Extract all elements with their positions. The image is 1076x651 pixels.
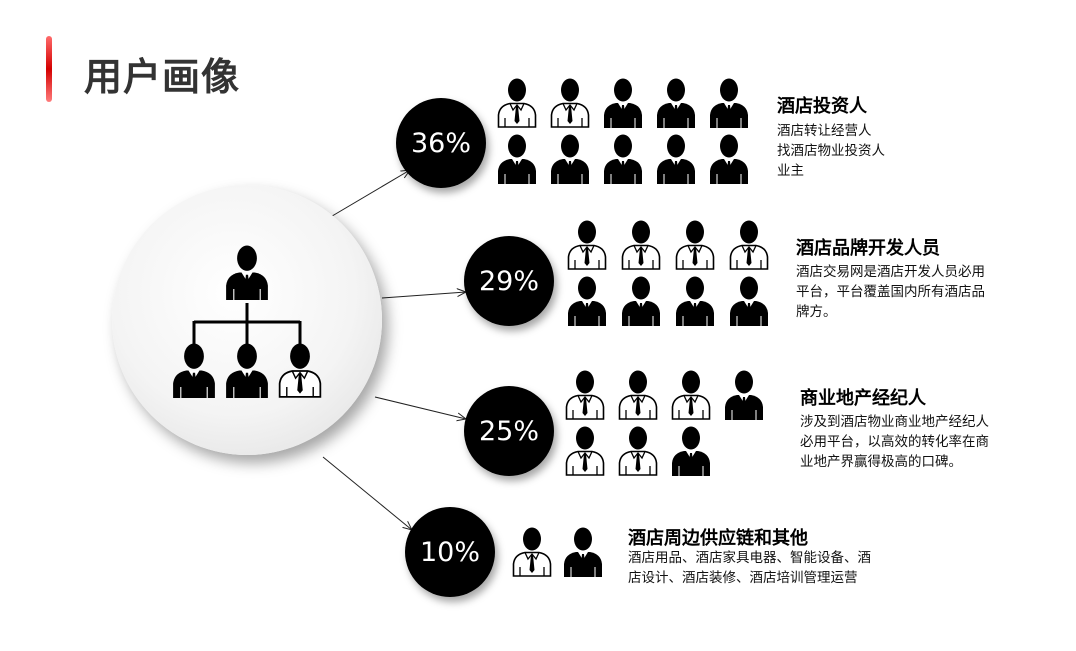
percent-badge-real-estate-agents: 25%	[464, 386, 554, 476]
arrow-36	[321, 170, 410, 223]
segment-description: 酒店用品、酒店家具电器、智能设备、酒 店设计、酒店装修、酒店培训管理运营	[628, 548, 871, 588]
desc-line: 酒店用品、酒店家具电器、智能设备、酒	[628, 550, 871, 566]
desc-line: 酒店转让经营人	[777, 123, 872, 139]
person-outline-icon	[618, 426, 658, 476]
person-filled-icon	[729, 276, 769, 326]
arrow-25	[374, 396, 466, 419]
segment-description: 涉及到酒店物业商业地产经纪人 必用平台，以高效的转化率在商 业地产界赢得极高的口…	[800, 412, 989, 472]
person-filled-icon	[724, 370, 764, 420]
person-outline-icon	[729, 220, 769, 270]
arrow-10	[322, 456, 412, 530]
desc-line: 必用平台，以高效的转化率在商	[800, 434, 989, 450]
person-outline-icon	[567, 220, 607, 270]
segment-title: 酒店周边供应链和其他	[628, 528, 808, 549]
segment-title: 酒店投资人	[777, 96, 867, 117]
desc-line: 找酒店物业投资人	[777, 143, 885, 159]
person-outline-icon	[675, 220, 715, 270]
segment-title: 商业地产经纪人	[800, 388, 926, 409]
person-filled-icon	[563, 527, 603, 577]
person-outline-icon	[621, 220, 661, 270]
icon-spacer	[724, 426, 764, 476]
person-filled-icon	[675, 276, 715, 326]
desc-line: 店设计、酒店装修、酒店培训管理运营	[628, 570, 858, 586]
person-filled-icon	[550, 134, 590, 184]
desc-line: 酒店交易网是酒店开发人员必用	[796, 264, 985, 280]
person-outline-icon	[565, 426, 605, 476]
desc-line: 业地产界赢得极高的口碑。	[800, 454, 962, 470]
desc-line: 涉及到酒店物业商业地产经纪人	[800, 414, 989, 430]
arrow-29	[381, 292, 466, 299]
person-filled-icon	[621, 276, 661, 326]
desc-line: 平台，平台覆盖国内所有酒店品	[796, 284, 985, 300]
percent-badge-brand-developers: 29%	[464, 236, 554, 326]
person-outline-icon	[671, 370, 711, 420]
person-filled-icon	[709, 78, 749, 128]
person-filled-icon	[567, 276, 607, 326]
person-filled-icon	[497, 134, 537, 184]
desc-line: 牌方。	[796, 304, 837, 320]
icon-grid	[512, 527, 603, 577]
desc-line: 业主	[777, 163, 804, 179]
page-title: 用户画像	[84, 55, 241, 99]
person-filled-icon	[603, 78, 643, 128]
person-outline-icon	[512, 527, 552, 577]
person-filled-icon	[671, 426, 711, 476]
percent-badge-investors: 36%	[396, 98, 486, 188]
person-outline-icon	[565, 370, 605, 420]
segment-description: 酒店转让经营人 找酒店物业投资人 业主	[777, 121, 885, 181]
person-filled-icon	[603, 134, 643, 184]
org-chart-icon	[172, 245, 322, 398]
person-filled-icon	[656, 134, 696, 184]
person-outline-icon	[550, 78, 590, 128]
person-filled-icon	[709, 134, 749, 184]
person-outline-icon	[497, 78, 537, 128]
percent-badge-supply-chain: 10%	[405, 507, 495, 597]
segment-description: 酒店交易网是酒店开发人员必用 平台，平台覆盖国内所有酒店品 牌方。	[796, 262, 985, 322]
person-outline-icon	[618, 370, 658, 420]
title-accent-bar	[46, 36, 52, 102]
icon-grid	[565, 370, 764, 476]
org-chart-circle	[112, 185, 382, 455]
person-filled-icon	[656, 78, 696, 128]
icon-grid	[567, 220, 769, 326]
icon-grid	[497, 78, 749, 184]
segment-title: 酒店品牌开发人员	[796, 238, 940, 259]
